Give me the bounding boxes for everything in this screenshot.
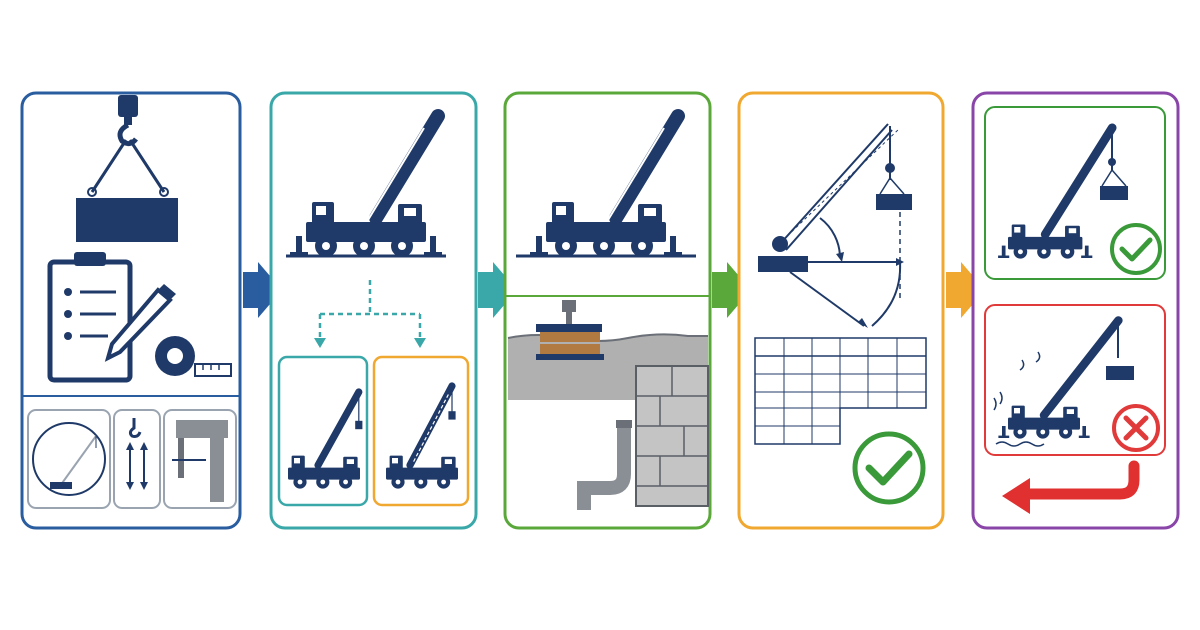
step-plan <box>20 91 242 530</box>
return-arrow-icon <box>1002 460 1140 514</box>
crane-option-b-icon <box>372 355 470 507</box>
cross-icon <box>1112 404 1160 452</box>
pipe-icon <box>577 420 632 510</box>
flow-arrow-1 <box>243 262 282 318</box>
crane-safe-lift-icon <box>998 123 1128 259</box>
crane-unstable-lift-icon <box>993 316 1134 447</box>
tape-measure-icon <box>155 336 232 377</box>
radius-diagram-icon <box>27 409 111 509</box>
crane-outriggers-icon <box>516 109 696 258</box>
crane-lift-geometry-icon <box>758 123 912 328</box>
crane-option-a-icon <box>277 355 369 507</box>
step-ground-setup <box>503 91 712 530</box>
crane-icon <box>286 109 446 258</box>
obstruction-icon <box>163 409 237 509</box>
load-icon <box>76 198 178 242</box>
clipboard-icon <box>47 252 133 383</box>
hook-height-icon <box>113 409 161 509</box>
step-select-crane <box>269 91 478 530</box>
flow-arrow-3 <box>712 262 751 318</box>
hook-icon <box>87 95 169 197</box>
step-load-chart-check <box>737 91 945 530</box>
pencil-icon <box>104 284 176 362</box>
dashed-branch-arrow-icon <box>314 280 426 348</box>
step-verify-lift <box>971 91 1180 530</box>
flow-arrow-4 <box>946 262 985 318</box>
check-icon <box>852 431 926 505</box>
load-chart-table-icon <box>754 337 927 445</box>
wall-icon <box>635 365 709 507</box>
flow-arrow-2 <box>478 262 517 318</box>
check-icon <box>1110 223 1162 275</box>
outrigger-pad-icon <box>536 300 604 360</box>
